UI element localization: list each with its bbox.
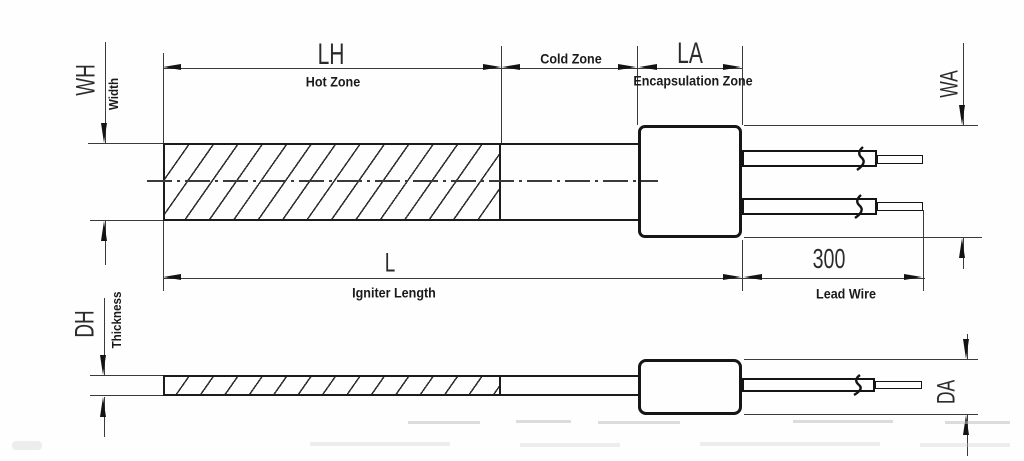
arrowhead <box>163 64 181 70</box>
dim-label-da: DA <box>932 379 961 405</box>
dim-line-dh <box>104 397 106 437</box>
lead-wire-side <box>742 378 875 392</box>
ext-line <box>88 143 163 145</box>
arrowhead <box>502 64 520 70</box>
dim-line-wh <box>105 221 107 265</box>
arrowhead <box>100 397 106 417</box>
dim-label-wh: WH <box>70 64 101 96</box>
ext-line <box>744 359 978 361</box>
scan-artifact <box>945 421 1010 424</box>
arrowhead <box>101 123 107 143</box>
dim-label-wa: WA <box>935 70 964 98</box>
ext-line <box>90 395 163 397</box>
dim-label-lh: LH <box>317 38 345 71</box>
scan-artifact <box>408 421 480 424</box>
zone-label-encapsulation: Encapsulation Zone <box>633 73 753 89</box>
ext-line <box>742 240 744 291</box>
scan-artifact <box>920 443 1010 447</box>
scan-artifact <box>310 442 450 446</box>
encapsulation-block-side <box>638 359 742 415</box>
scan-artifact <box>598 421 680 424</box>
ext-line <box>742 46 744 125</box>
dim-line-dh <box>104 298 106 375</box>
arrowhead <box>963 415 969 435</box>
ext-line <box>501 46 503 143</box>
scan-artifact <box>516 420 571 423</box>
zone-label-hot: Hot Zone <box>305 74 361 90</box>
ext-line <box>744 125 978 127</box>
scan-artifact <box>700 442 880 446</box>
dim-line-lead <box>742 278 925 280</box>
sub-label-thickness: Thickness <box>109 291 124 349</box>
lead-wire-lower-tip <box>877 202 923 211</box>
arrowhead <box>723 64 741 70</box>
ext-line <box>744 237 982 239</box>
arrowhead <box>959 238 965 258</box>
arrowhead <box>618 64 636 70</box>
arrowhead <box>100 355 106 375</box>
zone-label-lead-wire: Lead Wire <box>816 286 876 302</box>
dim-label-300: 300 <box>812 243 846 274</box>
scan-artifact <box>520 443 620 447</box>
hot-zone-bar-side <box>163 375 501 396</box>
dim-label-dh: DH <box>69 310 100 338</box>
ext-line <box>744 414 978 416</box>
sub-label-width: Width <box>106 77 121 111</box>
dim-line-l <box>163 278 742 280</box>
dim-label-la: LA <box>677 37 703 70</box>
arrowhead <box>904 274 922 280</box>
scan-artifact <box>12 441 42 450</box>
cold-zone-bar <box>501 143 640 221</box>
dim-line-lh <box>163 68 501 70</box>
scan-artifact <box>793 420 893 423</box>
arrowhead <box>163 274 181 280</box>
arrowhead <box>639 64 657 70</box>
encapsulation-block <box>638 125 742 238</box>
wire-break-icon <box>853 374 862 396</box>
lead-wire-lower <box>742 198 877 215</box>
cold-zone-bar-side <box>501 375 640 396</box>
dim-label-l: L <box>384 247 396 278</box>
lead-wire-side-tip <box>875 381 922 389</box>
centerline <box>147 180 658 182</box>
dim-line-da <box>967 415 969 456</box>
arrowhead <box>963 339 969 359</box>
ext-line <box>163 221 165 291</box>
dim-line-la <box>638 68 742 70</box>
ext-line <box>90 220 163 222</box>
lead-wire-upper <box>742 150 877 167</box>
zone-label-igniter-length: Igniter Length <box>352 285 436 301</box>
wire-break-icon <box>856 146 865 171</box>
dim-line-wa <box>963 43 965 125</box>
lead-wire-upper-tip <box>877 155 923 164</box>
ext-line <box>90 375 163 377</box>
ext-line <box>637 46 639 125</box>
arrowhead <box>483 64 501 70</box>
arrowhead <box>959 105 965 125</box>
ext-line <box>923 210 925 291</box>
dim-line-cold-zone <box>501 68 638 70</box>
arrowhead <box>744 274 762 280</box>
arrowhead <box>101 221 107 241</box>
zone-label-cold: Cold Zone <box>540 51 602 67</box>
ext-line <box>163 53 165 143</box>
hot-zone-bar <box>163 143 501 221</box>
dim-line-wh <box>105 42 107 143</box>
wire-break-icon <box>854 194 863 219</box>
arrowhead <box>723 274 741 280</box>
